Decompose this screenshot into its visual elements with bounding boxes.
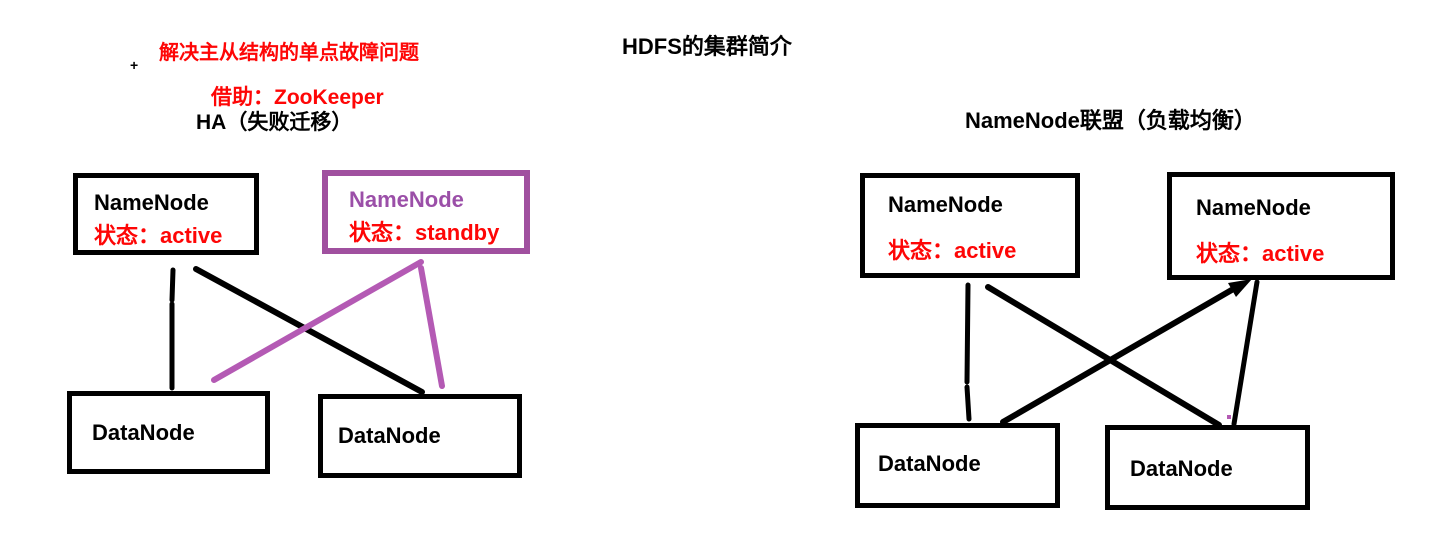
edge-fed-nn1-dn2 [985, 284, 1222, 428]
edge-ha-nn-standby-dn2 [418, 265, 445, 389]
ha-namenode-standby-box: NameNode 状态：standby [322, 170, 530, 254]
problem-title: 解决主从结构的单点故障问题 [159, 42, 419, 64]
fed-datanode-1-box: DataNode [855, 423, 1060, 508]
page-title: HDFS的集群简介 [622, 34, 792, 59]
stray-plus-mark: + [130, 57, 139, 73]
edge-ha-nn-active-dn1-a [169, 267, 176, 303]
federation-label: NameNode联盟（负载均衡） [965, 108, 1256, 133]
node-label: DataNode [92, 420, 195, 445]
edge-fed-nn2-dn2 [1231, 279, 1260, 427]
node-label: DataNode [878, 451, 981, 476]
fed-namenode-2-box: NameNode 状态：active [1167, 172, 1395, 280]
edge-ha-nn-standby-dn1 [211, 259, 424, 383]
fed-namenode-1-box: NameNode 状态：active [860, 173, 1080, 278]
node-label: NameNode [888, 192, 1003, 217]
ha-datanode-1-box: DataNode [67, 391, 270, 474]
node-status: 状态：active [888, 238, 1017, 263]
edge-fed-dn1-nn2-arrowhead-icon [1228, 279, 1252, 297]
fed-datanode-2-box: DataNode [1105, 425, 1310, 510]
node-status: 状态：active [94, 223, 223, 248]
node-status: 状态：standby [349, 220, 500, 245]
edge-fed-nn1-dn1-a [964, 282, 971, 385]
node-label: DataNode [338, 423, 441, 448]
node-label: DataNode [1130, 456, 1233, 481]
ha-datanode-2-box: DataNode [318, 394, 522, 478]
edge-ha-nn-active-dn2 [193, 266, 425, 395]
node-label: NameNode [94, 190, 209, 215]
purple-speck [1227, 415, 1231, 419]
edge-fed-dn1-nn2 [1000, 281, 1245, 425]
ha-failover-label: HA（失败迁移） [196, 111, 353, 134]
node-label: NameNode [1196, 195, 1311, 220]
node-label: NameNode [349, 187, 464, 212]
edge-fed-nn1-dn1-b [964, 384, 972, 422]
ha-namenode-active-box: NameNode 状态：active [73, 173, 259, 255]
node-status: 状态：active [1196, 241, 1325, 266]
zookeeper-helper-note: 借助：ZooKeeper [211, 86, 384, 109]
